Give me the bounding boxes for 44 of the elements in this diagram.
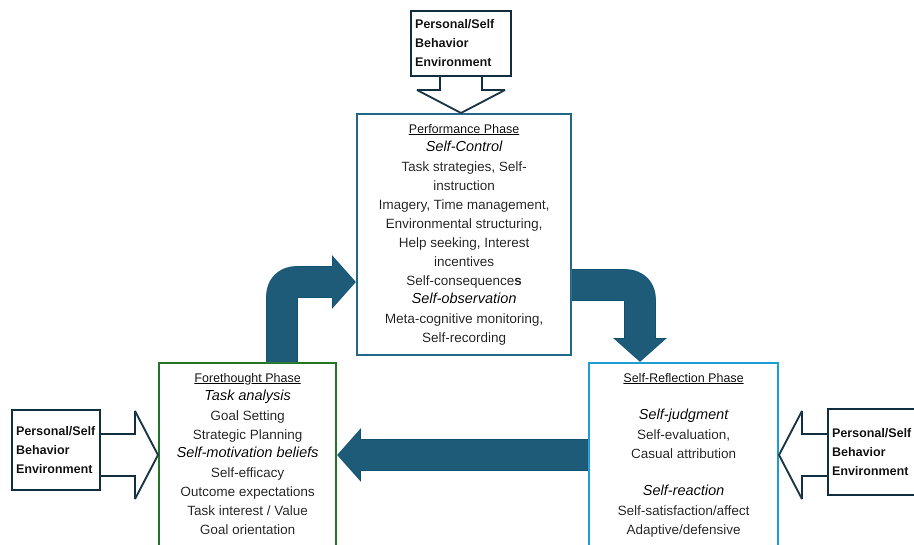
list-item: Environmental structuring,: [386, 215, 542, 233]
callout-text: Personal/Self: [832, 424, 912, 442]
callout-text: Environment: [415, 54, 492, 71]
callout-text: Personal/Self: [16, 422, 96, 440]
callout-box: [11, 409, 101, 491]
callout-text: Environment: [832, 462, 910, 480]
hollow-arrow: [416, 76, 506, 114]
subheading: Self-reaction: [642, 482, 724, 501]
list-item: Task interest / Value: [187, 502, 308, 520]
callout-text: Environment: [16, 460, 94, 478]
list-item: Goal Setting: [210, 407, 285, 425]
list-item: Strategic Planning: [192, 426, 302, 444]
callout-text: Behavior: [415, 35, 470, 52]
hollow-arrow: [778, 410, 828, 500]
callout-text: Behavior: [16, 442, 70, 458]
list-item: Self-satisfaction/affect: [618, 502, 750, 520]
callout-box: [410, 10, 512, 77]
phase-heading: Performance Phase: [408, 121, 520, 138]
callout-box: [827, 408, 914, 496]
list-item: Outcome expectations: [180, 483, 315, 501]
list-item: Task strategies, Self-instruction: [400, 158, 528, 195]
list-item: Self-evaluation, Casual attribution: [630, 426, 738, 463]
phase-heading: Self-Reflection Phase: [623, 370, 744, 387]
phase-heading: Forethought Phase: [194, 370, 301, 387]
list-item: Meta-cognitive monitoring, Self-recording: [384, 310, 544, 347]
list-item: Adaptive/defensive: [626, 521, 741, 539]
phase-box: [158, 362, 337, 545]
list-item: Imagery, Time management,: [378, 196, 550, 214]
hollow-arrow: [100, 410, 160, 500]
list-item: Self-consequences: [406, 272, 522, 290]
list-item: Goal orientation: [200, 521, 296, 539]
block-arrow: [337, 428, 588, 482]
block-arrow: [572, 269, 667, 362]
subheading: Self-observation: [412, 290, 516, 309]
subheading: Self-judgment: [638, 406, 728, 425]
subheading: Self-motivation beliefs: [176, 444, 318, 463]
phase-box: [356, 113, 572, 356]
list-item: Self-efficacy: [210, 464, 284, 482]
callout-text: Personal/Self: [415, 16, 496, 33]
callout-text: Behavior: [832, 444, 886, 460]
block-arrow: [266, 255, 356, 362]
subheading: Self-Control: [426, 138, 502, 157]
subheading: Task analysis: [204, 387, 291, 406]
phase-box: [588, 362, 779, 545]
